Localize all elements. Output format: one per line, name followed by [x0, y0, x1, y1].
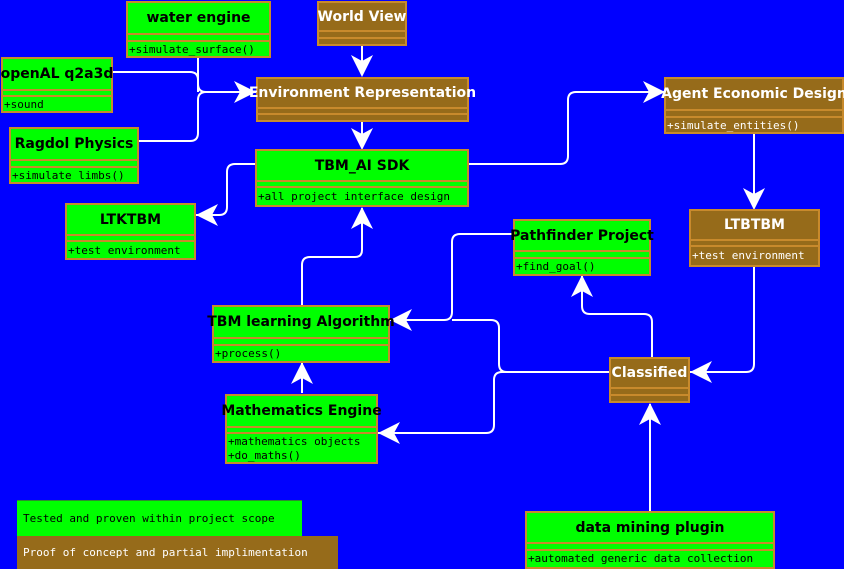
legend-tested-label: Tested and proven within project scope: [23, 512, 275, 525]
class-title: water engine: [146, 10, 251, 26]
class-openal[interactable]: openAL q2a3d +sound: [1, 57, 113, 113]
class-operation: +do_maths(): [228, 449, 301, 462]
class-title: data mining plugin: [575, 519, 725, 536]
class-operation: +sound: [4, 98, 44, 111]
arrowhead-learning-bottom: [291, 362, 313, 384]
class-title: LTKTBM: [99, 211, 162, 228]
legend-proof-note: Proof of concept and partial implimentat…: [17, 536, 338, 569]
class-title: Ragdol Physics: [14, 136, 134, 152]
arrowhead-ltktbm: [196, 204, 218, 226]
legend-tested-note: Tested and proven within project scope: [17, 500, 302, 536]
class-operation: +simulate_surface(): [129, 43, 255, 56]
arrowhead-agent: [643, 81, 665, 103]
class-ltbtbm[interactable]: LTBTBM +test environment: [689, 209, 820, 267]
class-title: Pathfinder Project: [510, 227, 654, 244]
connector-water-engine-to-env: [197, 58, 256, 93]
connector-classified-to-learning: [452, 319, 610, 373]
class-title: Mathematics Engine: [221, 403, 382, 419]
class-operation: +simulate_entities(): [667, 119, 800, 132]
connector-ragdol-to-env: [138, 91, 207, 142]
class-pathfinder-project[interactable]: Pathfinder Project +find_goal(): [510, 219, 654, 276]
class-tbm-learning-algorithm[interactable]: TBM learning Algorithm +process(): [207, 305, 395, 363]
arrowhead-sdk-top: [351, 128, 373, 150]
arrowhead-learning: [390, 309, 412, 331]
class-operation: +automated generic data collection: [528, 552, 754, 565]
connector-sdk-to-ltktbm: [196, 163, 255, 216]
connector-sdk-to-agent: [468, 91, 664, 165]
arrowhead-pathfinder: [571, 275, 593, 297]
connector-pathfinder-to-learning: [389, 233, 514, 321]
class-agent-economic-design[interactable]: Agent Economic Design +simulate_entities…: [661, 77, 844, 134]
class-title: TBM_AI SDK: [314, 157, 410, 174]
class-operation: +mathematics objects: [228, 435, 361, 448]
class-operation: +test environment: [692, 249, 805, 262]
class-operation: +test environment: [68, 244, 181, 257]
class-title: TBM learning Algorithm: [207, 314, 395, 330]
class-title: openAL q2a3d: [0, 66, 114, 82]
class-title: World View: [317, 8, 407, 25]
class-environment-representation[interactable]: Environment Representation: [248, 77, 477, 122]
class-classified[interactable]: Classified: [609, 357, 690, 403]
class-operation: +all project interface design: [258, 190, 451, 203]
arrowhead-classified-bottom: [639, 403, 661, 425]
class-world-view[interactable]: World View: [317, 1, 407, 46]
class-title: LTBTBM: [724, 217, 785, 233]
class-title: Environment Representation: [248, 85, 477, 101]
class-data-mining-plugin[interactable]: data mining plugin +automated generic da…: [525, 511, 775, 569]
arrowhead-env-top: [351, 55, 373, 77]
connector-openal-to-env: [112, 71, 199, 92]
arrowhead-ltbtbm: [743, 188, 765, 210]
arrowhead-env: [234, 81, 256, 103]
arrowhead-math: [378, 422, 400, 444]
class-title: Classified: [611, 365, 688, 381]
class-mathematics-engine[interactable]: Mathematics Engine +mathematics objects …: [221, 394, 382, 464]
connector-classified-to-pathfinder: [581, 276, 653, 358]
arrowhead-classified: [690, 361, 712, 383]
class-tbm-ai-sdk[interactable]: TBM_AI SDK +all project interface design: [255, 149, 469, 207]
legend-proof-label: Proof of concept and partial implimentat…: [23, 546, 308, 559]
class-operation: +simulate limbs(): [12, 169, 125, 182]
connector-learning-to-sdk: [301, 208, 363, 305]
connector-ltbtbm-to-classified: [690, 267, 755, 373]
class-ragdol-physics[interactable]: Ragdol Physics +simulate limbs(): [9, 127, 139, 184]
class-water-engine[interactable]: water engine +simulate_surface(): [126, 1, 271, 58]
class-ltktbm[interactable]: LTKTBM +test environment: [65, 203, 196, 260]
arrowhead-sdk-bottom: [351, 207, 373, 229]
connector-classified-to-math: [378, 371, 610, 434]
class-title: Agent Economic Design: [661, 86, 844, 102]
class-operation: +process(): [215, 347, 282, 360]
class-operation: +find_goal(): [516, 260, 596, 273]
